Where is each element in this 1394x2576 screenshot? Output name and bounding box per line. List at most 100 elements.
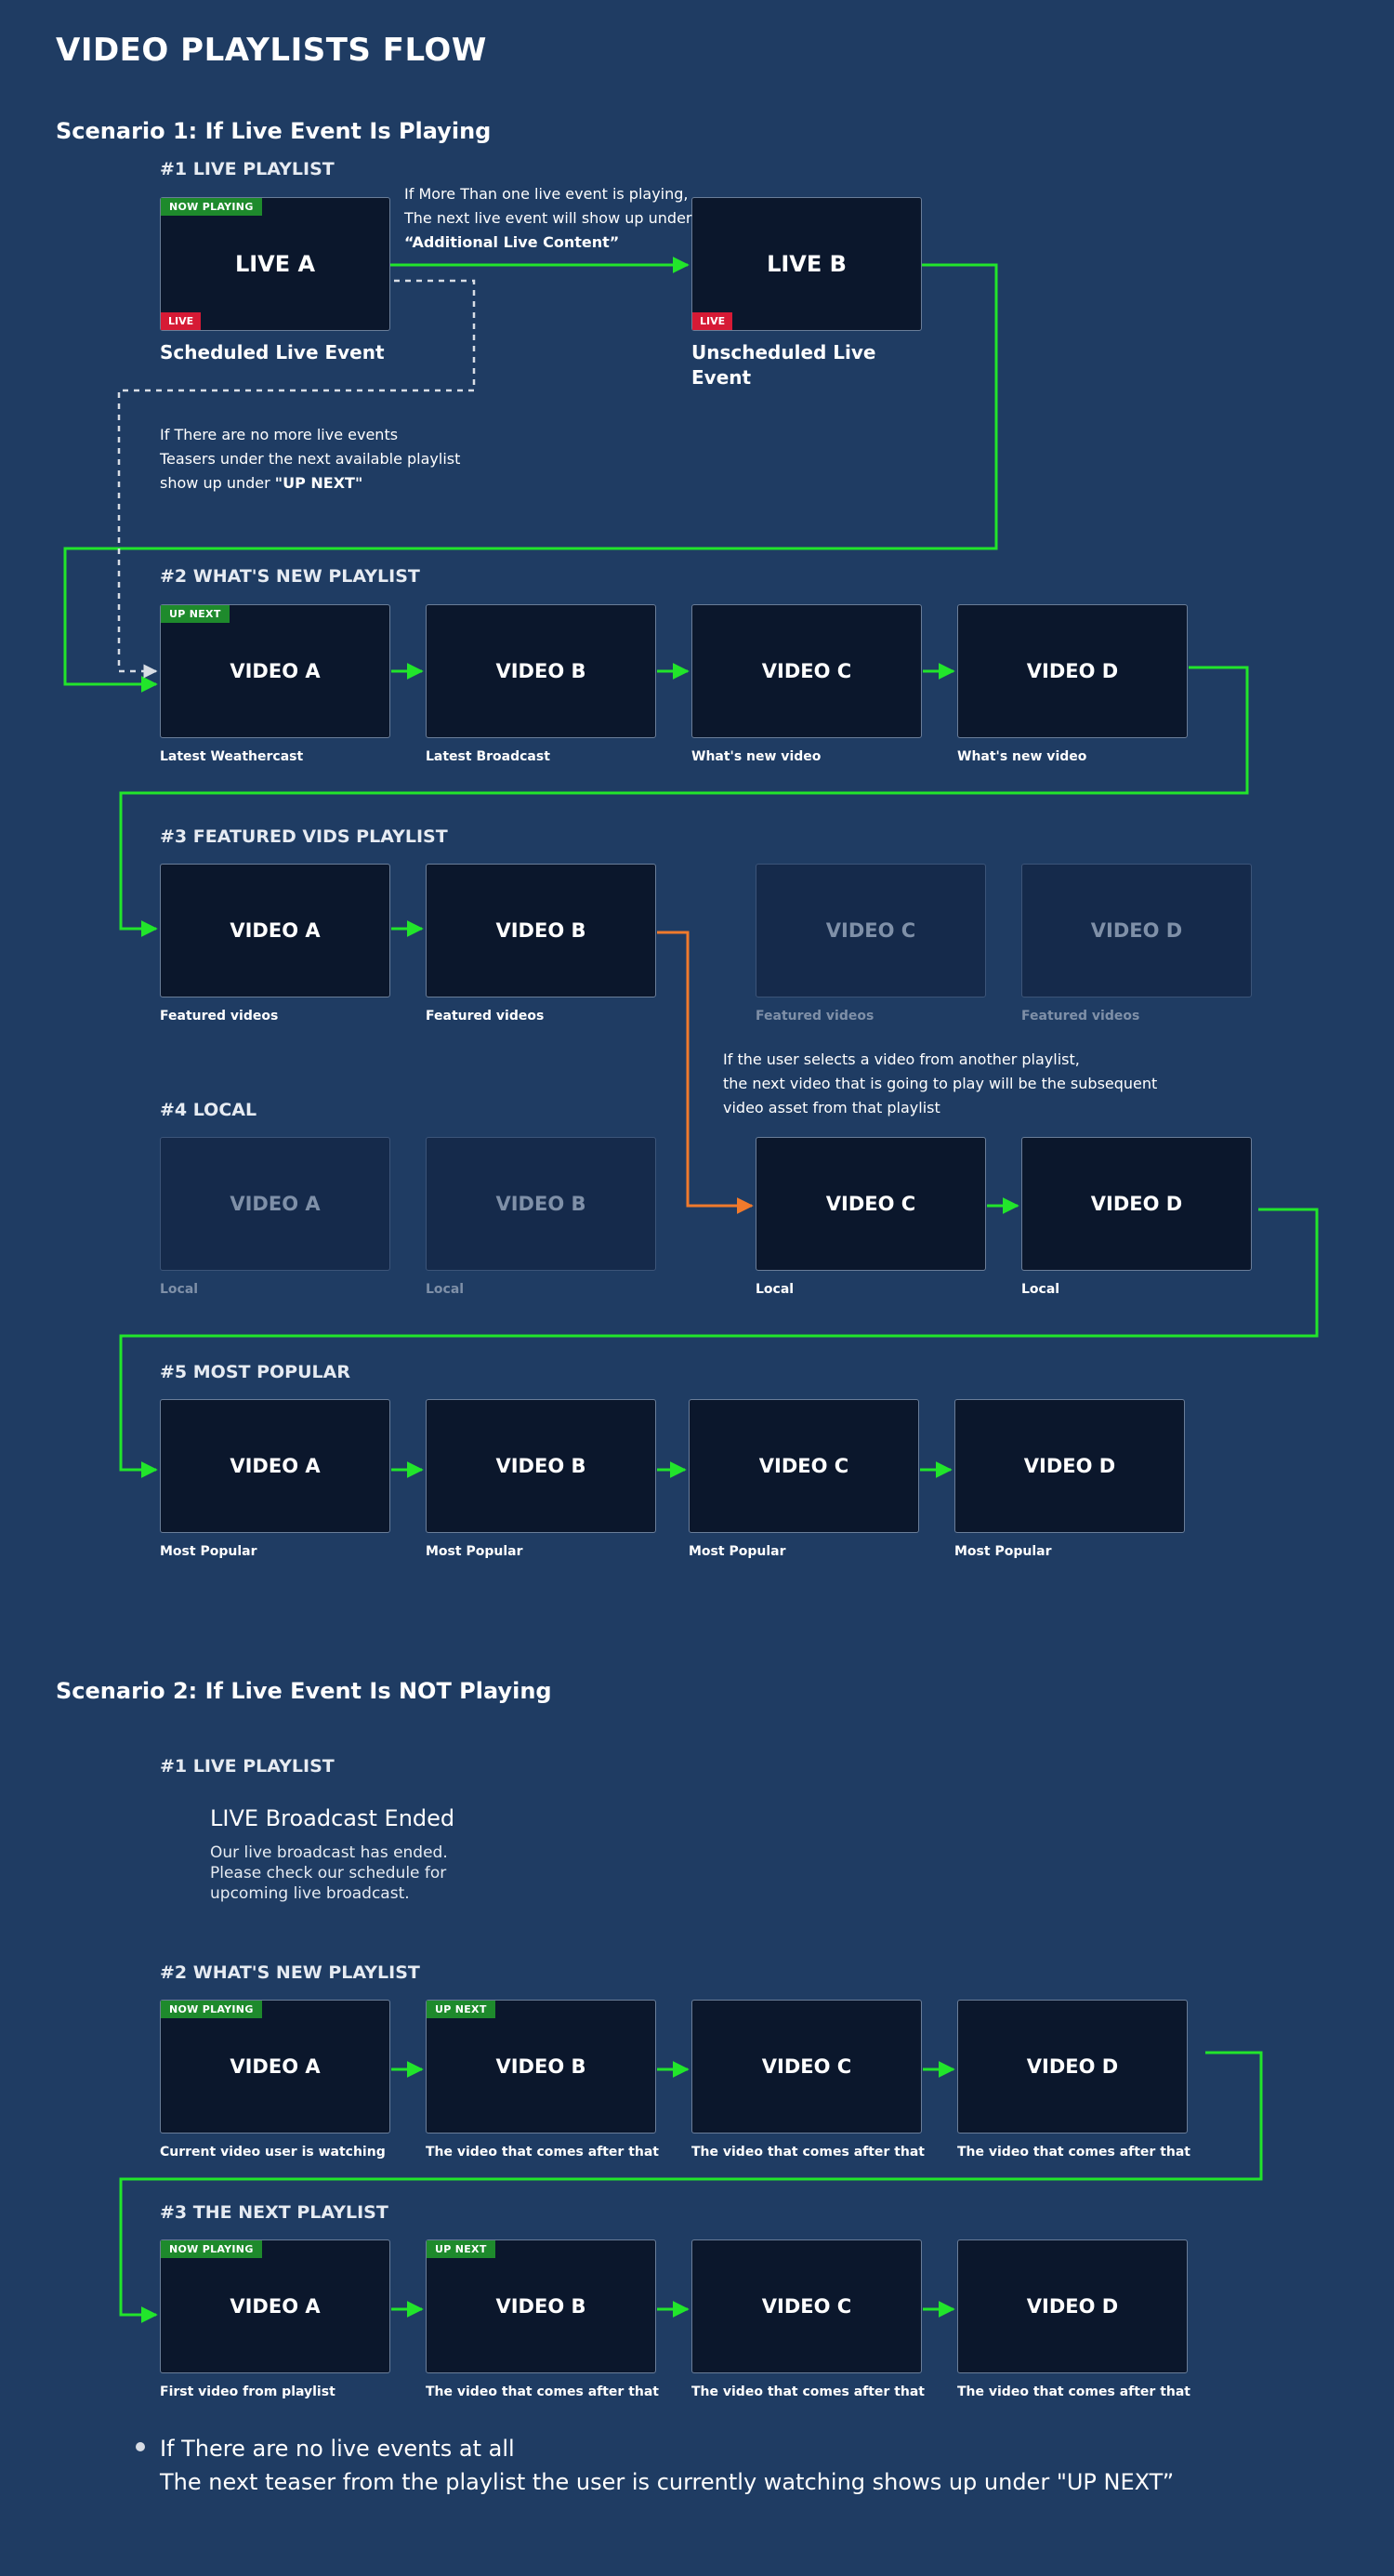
card-label: VIDEO B xyxy=(495,2295,586,2318)
note-line: the next video that is going to play wil… xyxy=(723,1075,1158,1092)
note-line: If the user selects a video from another… xyxy=(723,1050,1080,1068)
most-popular-video-a-card[interactable]: VIDEO A xyxy=(160,1399,390,1533)
card-caption: Latest Broadcast xyxy=(426,749,550,764)
now-playing-tag: NOW PLAYING xyxy=(161,198,262,216)
card-label: VIDEO B xyxy=(495,1455,586,1477)
scenario-2-heading: Scenario 2: If Live Event Is NOT Playing xyxy=(56,1678,552,1704)
card-caption: The video that comes after that xyxy=(691,2145,926,2160)
card-caption: Local xyxy=(1021,1282,1060,1297)
card-caption: Most Popular xyxy=(954,1544,1052,1559)
card-caption: Local xyxy=(160,1282,199,1297)
featured-video-c-card[interactable]: VIDEO C xyxy=(756,864,986,997)
featured-video-a-card[interactable]: VIDEO A xyxy=(160,864,390,997)
page-title: VIDEO PLAYLISTS FLOW xyxy=(56,32,487,69)
live-a-card[interactable]: NOW PLAYING LIVE A LIVE xyxy=(160,197,390,331)
card-label: VIDEO D xyxy=(1026,2295,1119,2318)
flow-arrow xyxy=(119,1208,1319,1478)
card-caption: What's new video xyxy=(957,749,1087,764)
flow-arrow xyxy=(119,666,1249,937)
local-video-d-card[interactable]: VIDEO D xyxy=(1021,1137,1252,1271)
card-label: VIDEO A xyxy=(230,2055,321,2078)
note-line: The next live event will show up under xyxy=(404,209,692,227)
now-playing-tag: NOW PLAYING xyxy=(161,2001,262,2018)
next-playlist-video-a-card[interactable]: NOW PLAYING VIDEO A xyxy=(160,2239,390,2373)
whats-new-video-c-card[interactable]: VIDEO C xyxy=(691,604,922,738)
note-line: video asset from that playlist xyxy=(723,1099,940,1116)
note-line: If More Than one live event is playing, xyxy=(404,185,689,203)
whats-new-video-b-card[interactable]: VIDEO B xyxy=(426,604,656,738)
card-caption: Current video user is watching xyxy=(160,2145,386,2160)
up-next-tag: UP NEXT xyxy=(427,2001,495,2018)
card-caption: First video from playlist xyxy=(160,2384,335,2399)
note-line: The next teaser from the playlist the us… xyxy=(160,2469,1175,2495)
note-text-bold: "UP NEXT" xyxy=(274,474,363,492)
bullet-icon xyxy=(136,2442,145,2451)
whats-new-heading: #2 WHAT'S NEW PLAYLIST xyxy=(160,1962,420,1983)
card-label: VIDEO D xyxy=(1023,1455,1116,1477)
card-label: VIDEO D xyxy=(1090,1193,1183,1215)
card-label: LIVE A xyxy=(234,251,316,277)
most-popular-video-b-card[interactable]: VIDEO B xyxy=(426,1399,656,1533)
local-video-b-card[interactable]: VIDEO B xyxy=(426,1137,656,1271)
note-line: If There are no more live events xyxy=(160,426,399,443)
card-label: VIDEO A xyxy=(230,1455,321,1477)
card-caption: Featured videos xyxy=(1021,1009,1140,1024)
most-popular-video-d-card[interactable]: VIDEO D xyxy=(954,1399,1185,1533)
card-label: VIDEO B xyxy=(495,919,586,942)
card-label: VIDEO D xyxy=(1026,2055,1119,2078)
card-caption: The video that comes after that xyxy=(426,2145,660,2160)
local-video-c-card[interactable]: VIDEO C xyxy=(756,1137,986,1271)
card-label: VIDEO C xyxy=(825,1193,916,1215)
featured-video-b-card[interactable]: VIDEO B xyxy=(426,864,656,997)
next-playlist-video-d-card[interactable]: VIDEO D xyxy=(957,2239,1188,2373)
card-caption: Most Popular xyxy=(689,1544,786,1559)
card-label: VIDEO B xyxy=(495,1193,586,1215)
card-caption: Featured videos xyxy=(160,1009,279,1024)
live-b-caption: Unscheduled Live Event xyxy=(691,341,876,389)
card-caption: Most Popular xyxy=(160,1544,257,1559)
broadcast-ended-title: LIVE Broadcast Ended xyxy=(210,1805,455,1831)
live-playlist-heading: #1 LIVE PLAYLIST xyxy=(160,1756,335,1777)
live-badge: LIVE xyxy=(692,312,733,330)
local-video-a-card[interactable]: VIDEO A xyxy=(160,1137,390,1271)
featured-video-d-card[interactable]: VIDEO D xyxy=(1021,864,1252,997)
local-heading: #4 LOCAL xyxy=(160,1100,257,1120)
most-popular-video-c-card[interactable]: VIDEO C xyxy=(689,1399,919,1533)
card-label: VIDEO D xyxy=(1090,919,1183,942)
s2-whats-new-video-c-card[interactable]: VIDEO C xyxy=(691,2000,922,2133)
note-line-bold: “Additional Live Content” xyxy=(404,233,620,251)
card-caption: Most Popular xyxy=(426,1544,523,1559)
more-live-note: If More Than one live event is playing, … xyxy=(404,182,692,255)
bottom-note: If There are no live events at all The n… xyxy=(160,2432,1174,2499)
card-label: VIDEO C xyxy=(825,919,916,942)
whats-new-video-a-card[interactable]: UP NEXT VIDEO A xyxy=(160,604,390,738)
card-label: VIDEO A xyxy=(230,919,321,942)
card-label: VIDEO A xyxy=(230,660,321,682)
card-label: VIDEO C xyxy=(761,2295,852,2318)
s2-whats-new-video-d-card[interactable]: VIDEO D xyxy=(957,2000,1188,2133)
next-playlist-video-c-card[interactable]: VIDEO C xyxy=(691,2239,922,2373)
whats-new-heading: #2 WHAT'S NEW PLAYLIST xyxy=(160,566,420,587)
card-label: VIDEO A xyxy=(230,1193,321,1215)
card-label: VIDEO B xyxy=(495,660,586,682)
note-line: show up under "UP NEXT" xyxy=(160,471,460,495)
select-other-playlist-note: If the user selects a video from another… xyxy=(723,1048,1157,1120)
card-label: VIDEO C xyxy=(758,1455,849,1477)
scenario-1-heading: Scenario 1: If Live Event Is Playing xyxy=(56,118,492,144)
broadcast-ended-message: Our live broadcast has ended. Please che… xyxy=(210,1843,448,1903)
most-popular-heading: #5 MOST POPULAR xyxy=(160,1362,350,1382)
note-line: Teasers under the next available playlis… xyxy=(160,450,461,468)
up-next-tag: UP NEXT xyxy=(427,2240,495,2258)
whats-new-video-d-card[interactable]: VIDEO D xyxy=(957,604,1188,738)
card-caption: Local xyxy=(426,1282,465,1297)
fallback-arrow xyxy=(117,279,476,679)
card-label: VIDEO B xyxy=(495,2055,586,2078)
live-b-card[interactable]: LIVE B LIVE xyxy=(691,197,922,331)
s2-whats-new-video-a-card[interactable]: NOW PLAYING VIDEO A xyxy=(160,2000,390,2133)
card-caption: Featured videos xyxy=(756,1009,875,1024)
s2-whats-new-video-b-card[interactable]: UP NEXT VIDEO B xyxy=(426,2000,656,2133)
up-next-tag: UP NEXT xyxy=(161,605,230,623)
next-playlist-video-b-card[interactable]: UP NEXT VIDEO B xyxy=(426,2239,656,2373)
live-playlist-heading: #1 LIVE PLAYLIST xyxy=(160,159,335,179)
selection-arrow xyxy=(657,931,754,1214)
